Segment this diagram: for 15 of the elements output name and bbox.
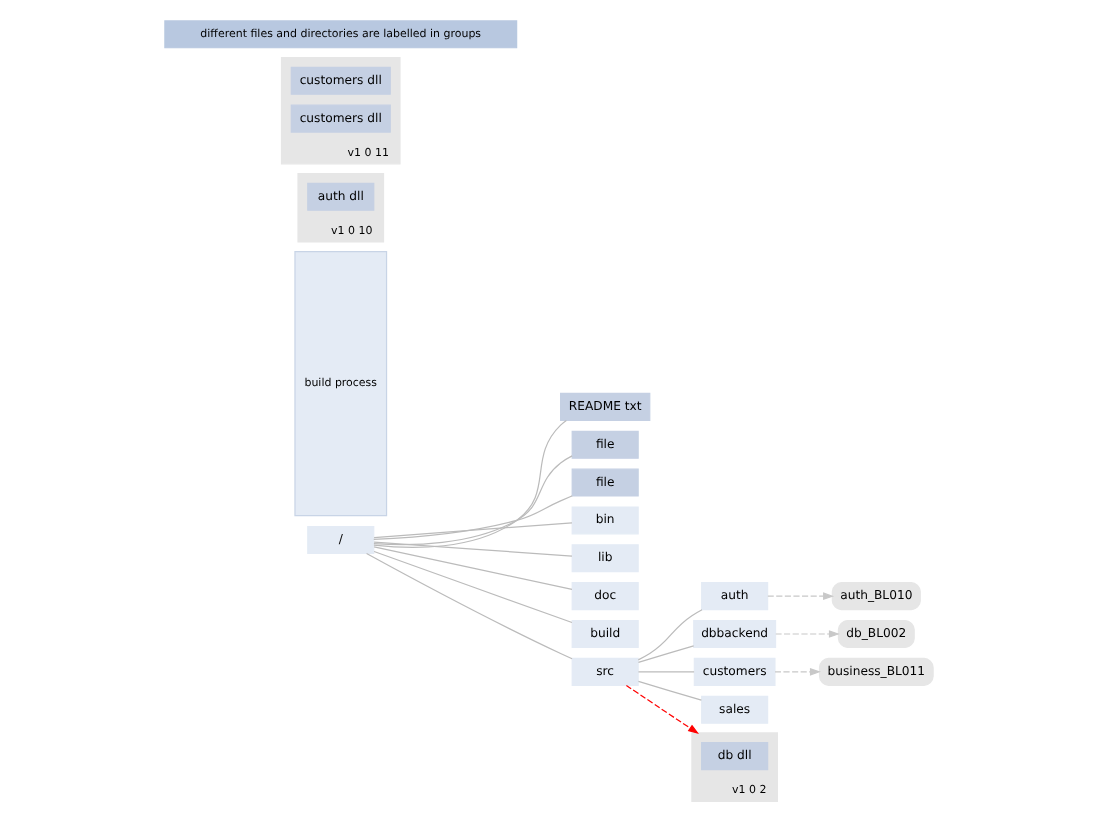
connector bbox=[636, 645, 694, 663]
connector bbox=[636, 609, 702, 661]
connector bbox=[636, 671, 694, 673]
connector bbox=[372, 419, 566, 548]
connector bbox=[372, 546, 572, 590]
arrow bbox=[766, 592, 834, 600]
connector bbox=[372, 455, 572, 546]
connector bbox=[636, 680, 701, 701]
arrow bbox=[773, 668, 820, 676]
arrow bbox=[624, 684, 698, 734]
connector bbox=[372, 550, 572, 624]
connector bbox=[364, 552, 572, 660]
connector bbox=[372, 495, 572, 540]
connector bbox=[372, 522, 572, 539]
connector bbox=[372, 541, 572, 557]
